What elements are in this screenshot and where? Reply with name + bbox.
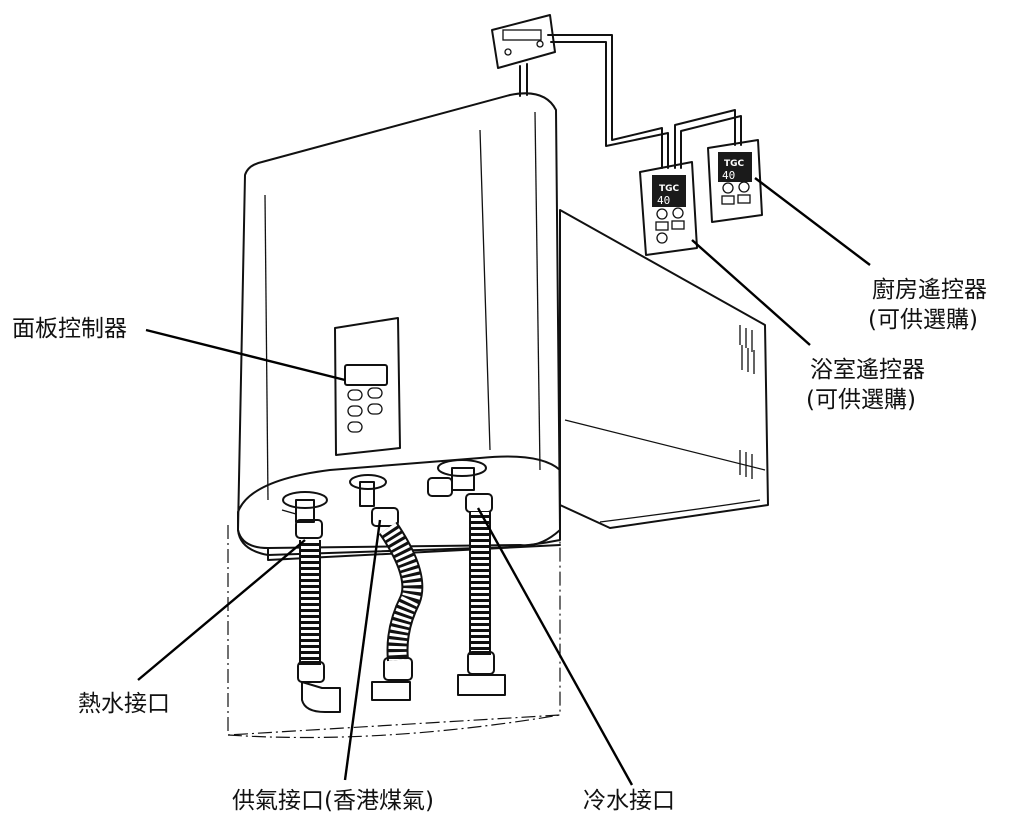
kitchen-remote-brand: TGC bbox=[724, 159, 745, 169]
leader-hot-water bbox=[137, 539, 306, 681]
bathroom-remote-temp: 40 bbox=[657, 194, 670, 207]
leader-panel-controller bbox=[145, 328, 346, 382]
bathroom-remote: TGC 40 bbox=[639, 161, 698, 256]
kitchen-remote-temp: 40 bbox=[722, 169, 735, 182]
label-panel-controller: 面板控制器 bbox=[12, 316, 127, 342]
hot-water-fitting bbox=[281, 491, 328, 539]
kitchen-remote: TGC 40 bbox=[707, 139, 763, 223]
bottom-tray bbox=[237, 455, 561, 561]
remote-wiring bbox=[547, 34, 742, 169]
cold-water-fitting bbox=[427, 459, 493, 513]
hot-water-hose bbox=[297, 540, 341, 713]
label-gas-inlet: 供氣接口(香港煤氣) bbox=[232, 788, 434, 814]
installation-outline bbox=[227, 500, 561, 739]
label-cold-water-inlet: 冷水接口 bbox=[583, 788, 675, 814]
leader-gas bbox=[343, 519, 382, 781]
label-bathroom-remote: 浴室遙控器 bbox=[810, 357, 925, 383]
gas-fitting bbox=[349, 474, 399, 527]
label-bathroom-remote-optional: (可供選購) bbox=[806, 387, 916, 413]
gas-hose bbox=[371, 521, 424, 701]
label-kitchen-remote: 廚房遙控器 bbox=[872, 277, 987, 303]
rear-casing bbox=[559, 209, 769, 529]
cold-water-hose bbox=[457, 512, 506, 696]
heater-body bbox=[237, 92, 561, 549]
leader-lines bbox=[137, 177, 871, 786]
label-hot-water-outlet: 熱水接口 bbox=[78, 691, 170, 717]
leader-cold-water bbox=[476, 507, 634, 786]
leader-kitchen-remote bbox=[754, 177, 871, 266]
control-panel-window bbox=[334, 317, 401, 456]
label-kitchen-remote-optional: (可供選購) bbox=[868, 307, 978, 333]
leader-bathroom-remote bbox=[691, 239, 811, 346]
bathroom-remote-brand: TGC bbox=[659, 184, 680, 194]
junction-box bbox=[491, 14, 556, 97]
